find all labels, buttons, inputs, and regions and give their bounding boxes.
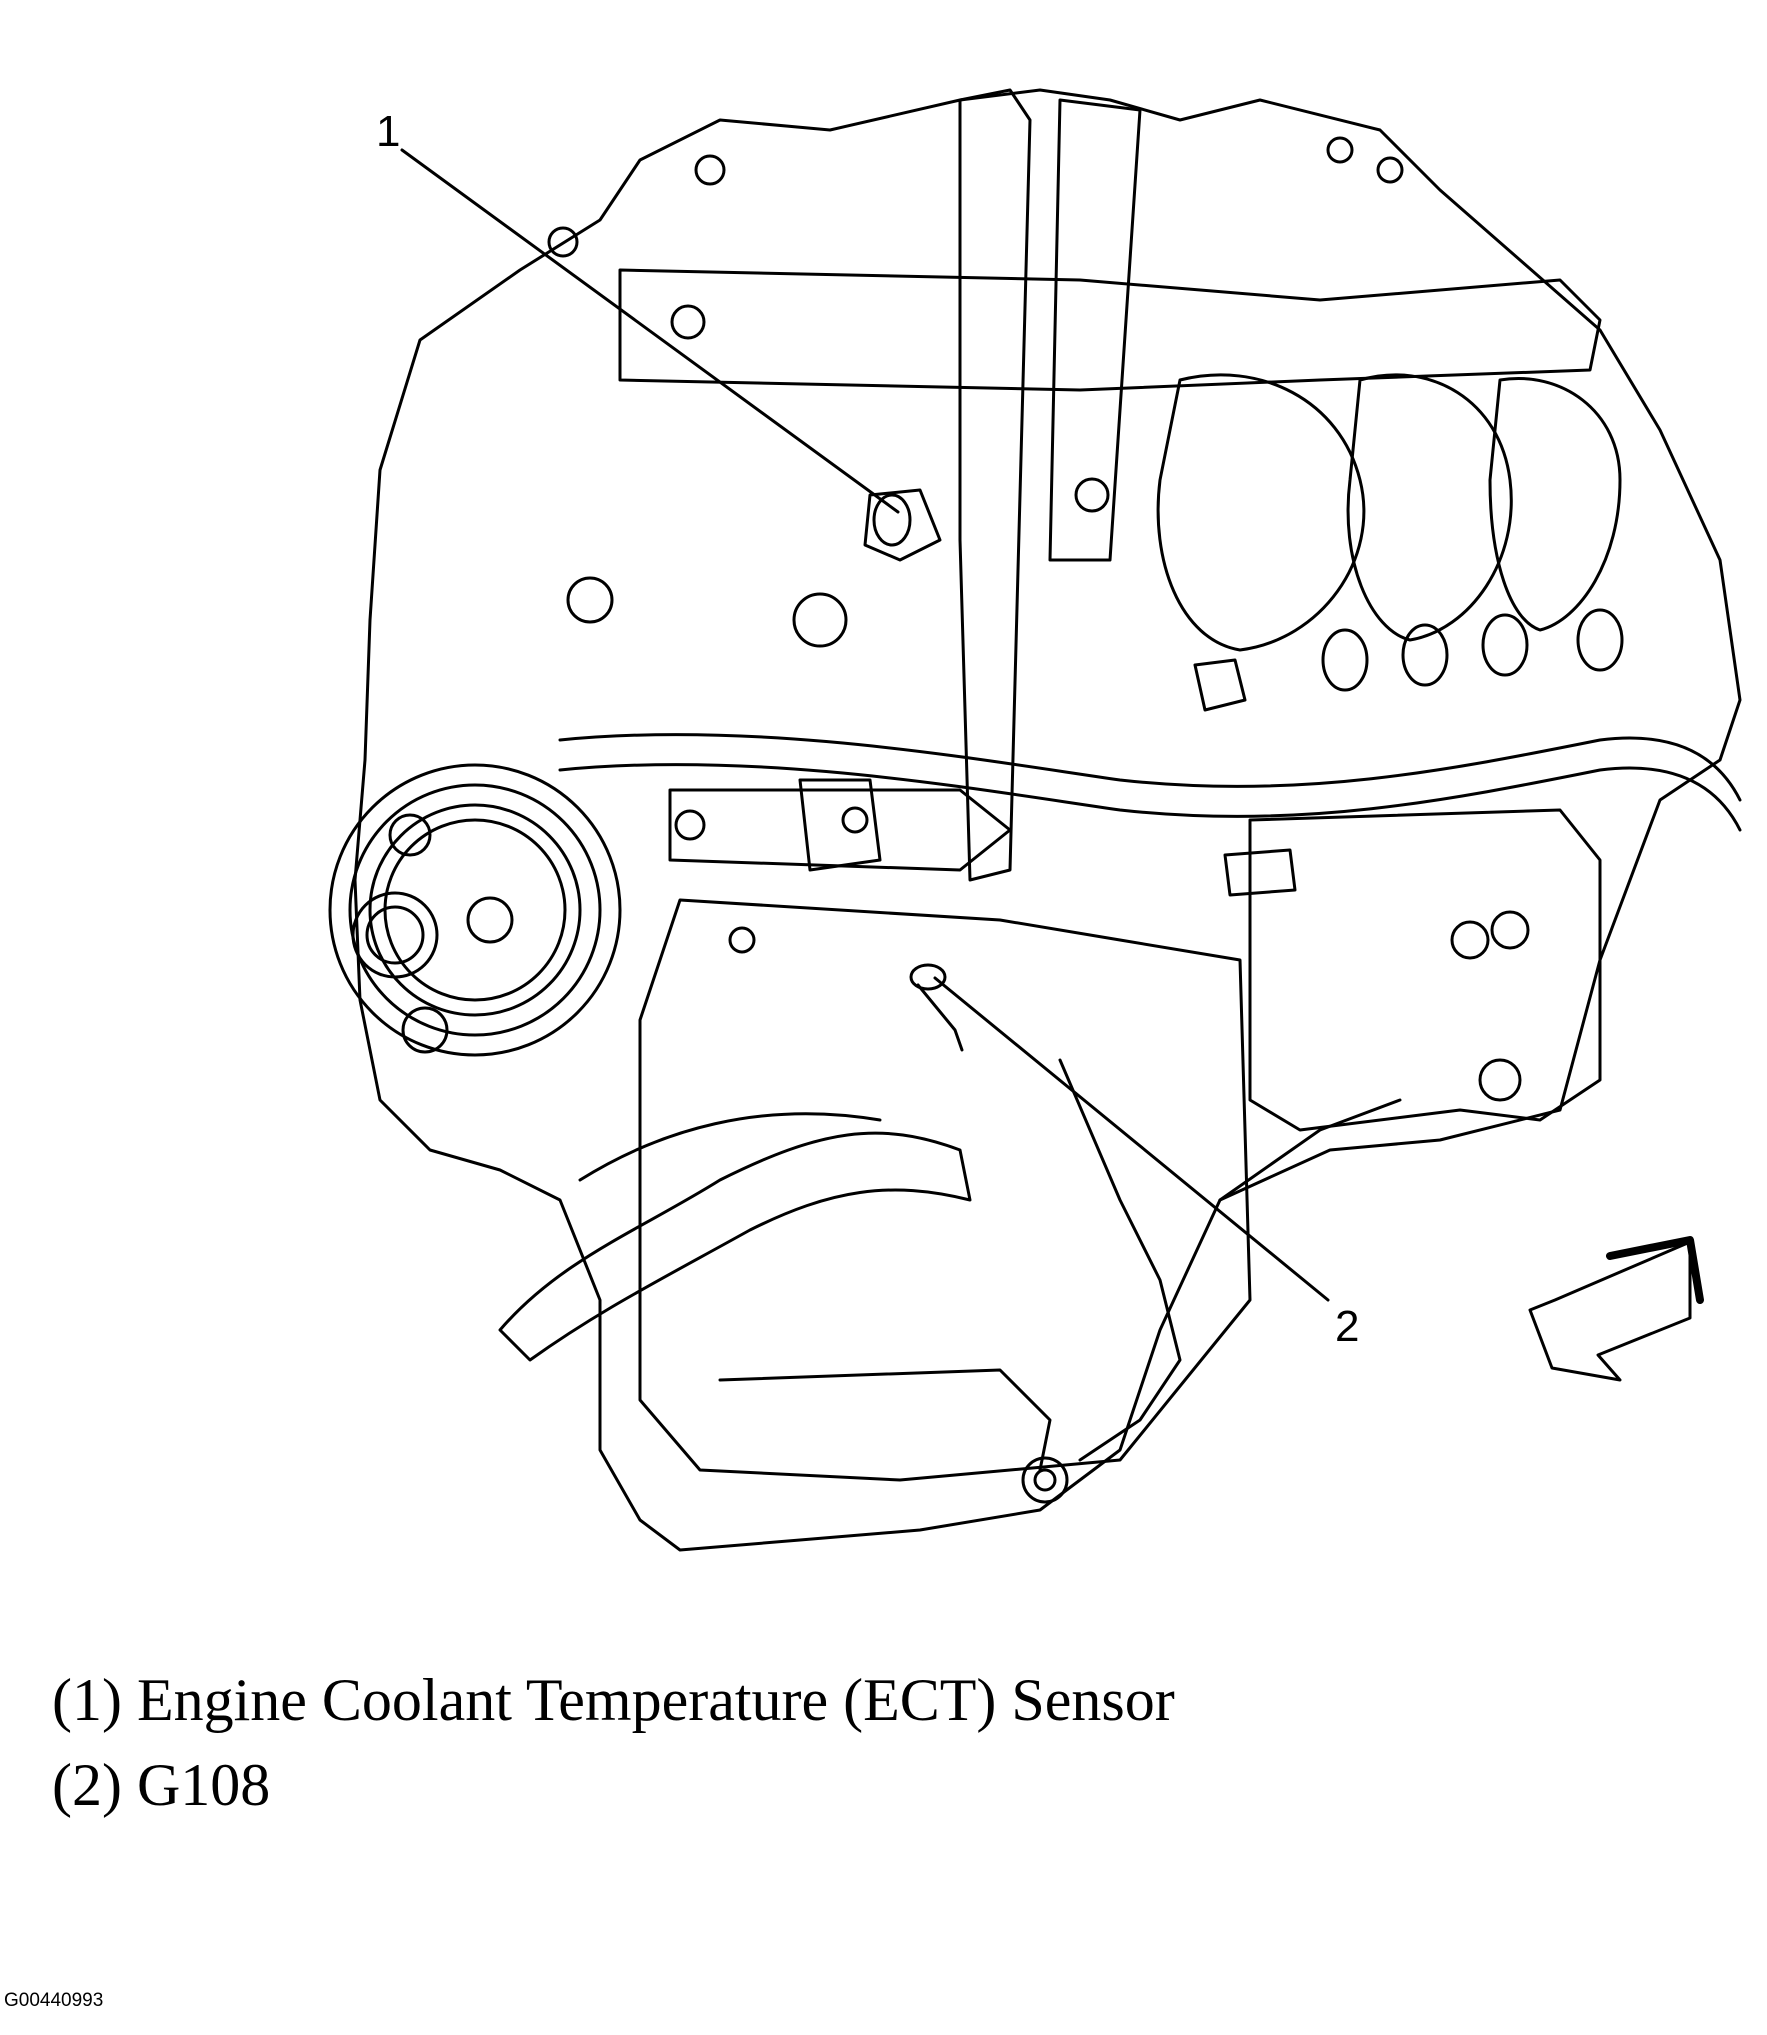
- engine-diagram: [328, 88, 1742, 1552]
- leader-lines: [400, 148, 1330, 1302]
- leader-line-2: [933, 976, 1330, 1302]
- engine-block: [328, 88, 1742, 1552]
- direction-arrow: [1528, 1236, 1704, 1382]
- leader-line-1: [400, 148, 900, 514]
- callout-number-1: 1: [376, 107, 401, 156]
- legend-item-g108: (2) G108: [52, 1752, 271, 1818]
- callout-number-2: 2: [1335, 1302, 1360, 1351]
- legend-item-ect-sensor: (1) Engine Coolant Temperature (ECT) Sen…: [52, 1667, 1175, 1733]
- figure-id: G00440993: [4, 1990, 104, 2011]
